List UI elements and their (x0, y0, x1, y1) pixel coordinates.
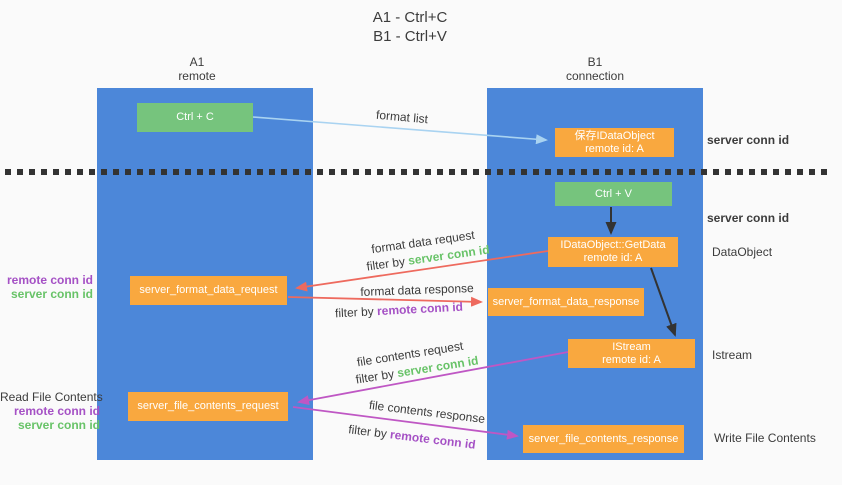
side-label-left-format-ids: remote conn id server conn id (0, 273, 93, 301)
title-line-1: A1 - Ctrl+C (372, 9, 448, 26)
write-file-contents-label: Write File Contents (714, 431, 816, 445)
edge-label-filter-remote-2: filter by remote conn id (348, 422, 477, 451)
node-ctrl-c-label: Ctrl + C (176, 111, 214, 123)
right-server-conn-id-mid: server conn id (707, 211, 790, 225)
lifeline-a1-role: remote (178, 69, 216, 83)
left-server-conn-id: server conn id (17, 418, 100, 432)
node-getdata-line1: IDataObject::GetData (560, 239, 666, 251)
lifeline-b1-name: B1 (587, 55, 603, 69)
lifeline-a1-name: A1 (189, 55, 205, 69)
edge-label-filter-remote-1: filter by remote conn id (335, 300, 464, 321)
node-getdata: IDataObject::GetData remote id: A (548, 237, 678, 267)
page-title: A1 - Ctrl+C B1 - Ctrl+V (300, 8, 520, 46)
lifeline-a1-header: A1 remote (89, 55, 305, 83)
left-server-conn-id: server conn id (10, 287, 93, 301)
edge-label-format-list: format list (375, 107, 429, 127)
node-ctrl-c: Ctrl + C (137, 103, 253, 132)
node-save-dataobject-line1: 保存IDataObject (574, 129, 655, 142)
filter-prefix: filter by (365, 253, 410, 274)
node-server-format-data-response: server_format_data_response (488, 288, 644, 316)
node-server-file-contents-request: server_file_contents_request (128, 392, 288, 421)
right-server-conn-id-top: server conn id (707, 133, 790, 147)
side-label-left-file-ids: Read File Contents remote conn id server… (0, 390, 103, 432)
node-save-dataobject: 保存IDataObject remote id: A (555, 128, 674, 157)
node-server-format-data-request-label: server_format_data_request (139, 284, 278, 296)
title-line-2: B1 - Ctrl+V (373, 28, 447, 45)
lifeline-b1-header: B1 connection (487, 55, 703, 83)
dataobject-label: DataObject (712, 245, 773, 259)
node-istream-line1: IStream (612, 340, 651, 353)
node-istream-line2: remote id: A (602, 353, 661, 366)
node-save-dataobject-line2: remote id: A (585, 142, 644, 155)
edge-label-format-data-response: format data response (360, 281, 474, 299)
node-server-format-data-response-label: server_format_data_response (492, 295, 640, 308)
lifeline-b1-role: connection (565, 69, 625, 83)
session-divider-dotted-line (5, 169, 828, 175)
node-server-file-contents-response: server_file_contents_response (523, 425, 684, 453)
node-server-format-data-request: server_format_data_request (130, 276, 287, 305)
node-ctrl-v-label: Ctrl + V (595, 187, 632, 200)
filter-prefix: filter by (347, 422, 392, 442)
node-ctrl-v: Ctrl + V (555, 182, 672, 206)
filter-prefix: filter by (334, 304, 378, 321)
edge-label-file-contents-response: file contents response (368, 397, 486, 427)
istream-label: Istream (712, 348, 753, 362)
left-remote-conn-id: remote conn id (13, 404, 100, 418)
read-file-contents-label: Read File Contents (0, 390, 103, 404)
filter-remote-conn-id: remote conn id (376, 299, 464, 319)
node-server-file-contents-response-label: server_file_contents_response (528, 432, 679, 445)
node-istream: IStream remote id: A (568, 339, 695, 368)
node-server-file-contents-request-label: server_file_contents_request (137, 400, 279, 412)
filter-remote-conn-id: remote conn id (389, 427, 477, 452)
node-getdata-line2: remote id: A (583, 252, 643, 264)
filter-prefix: filter by (354, 366, 399, 387)
left-remote-conn-id: remote conn id (6, 273, 93, 287)
